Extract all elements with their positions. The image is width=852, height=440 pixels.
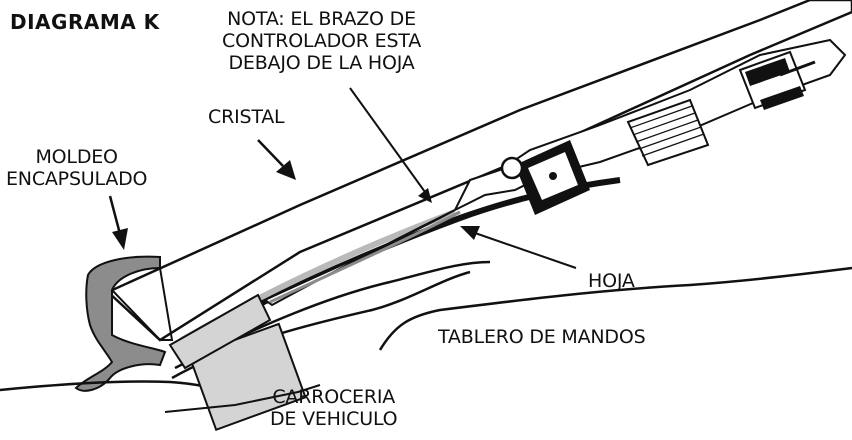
note-line-1: NOTA: EL BRAZO DE [227,8,416,30]
dashboard-line [378,266,852,351]
blade-clip [500,140,590,215]
moldeo-line-2: ENCAPSULADO [6,168,148,190]
tablero-label: TABLERO DE MANDOS [438,326,646,348]
moldeo-arrow [108,195,128,250]
diagram-title: DIAGRAMA K [10,10,160,34]
glass-panel [105,0,852,342]
arm-end-cap [738,50,816,110]
note-line-3: DEBAJO DE LA HOJA [228,52,415,74]
note-arrow [349,87,432,203]
note-line-2: CONTROLADOR ESTA [222,30,422,52]
carroceria-line-2: DE VEHICULO [270,408,398,430]
encapsulated-molding [74,255,174,392]
cristal-arrow [257,139,296,180]
note-label: NOTA: EL BRAZO DE CONTROLADOR ESTA DEBAJ… [222,8,421,74]
hoja-arrow [460,226,577,269]
wiper-arm [263,38,847,307]
moldeo-line-1: MOLDEO [35,146,118,168]
cristal-label: CRISTAL [208,106,285,128]
leader-arrows [108,87,577,269]
moldeo-label: MOLDEO ENCAPSULADO [6,146,148,190]
carroceria-label: CARROCERIA DE VEHICULO [270,386,398,430]
vehicle-body [0,260,491,432]
arm-spring-section [626,98,710,167]
hoja-label: HOJA [588,270,635,292]
carroceria-line-1: CARROCERIA [272,386,396,408]
